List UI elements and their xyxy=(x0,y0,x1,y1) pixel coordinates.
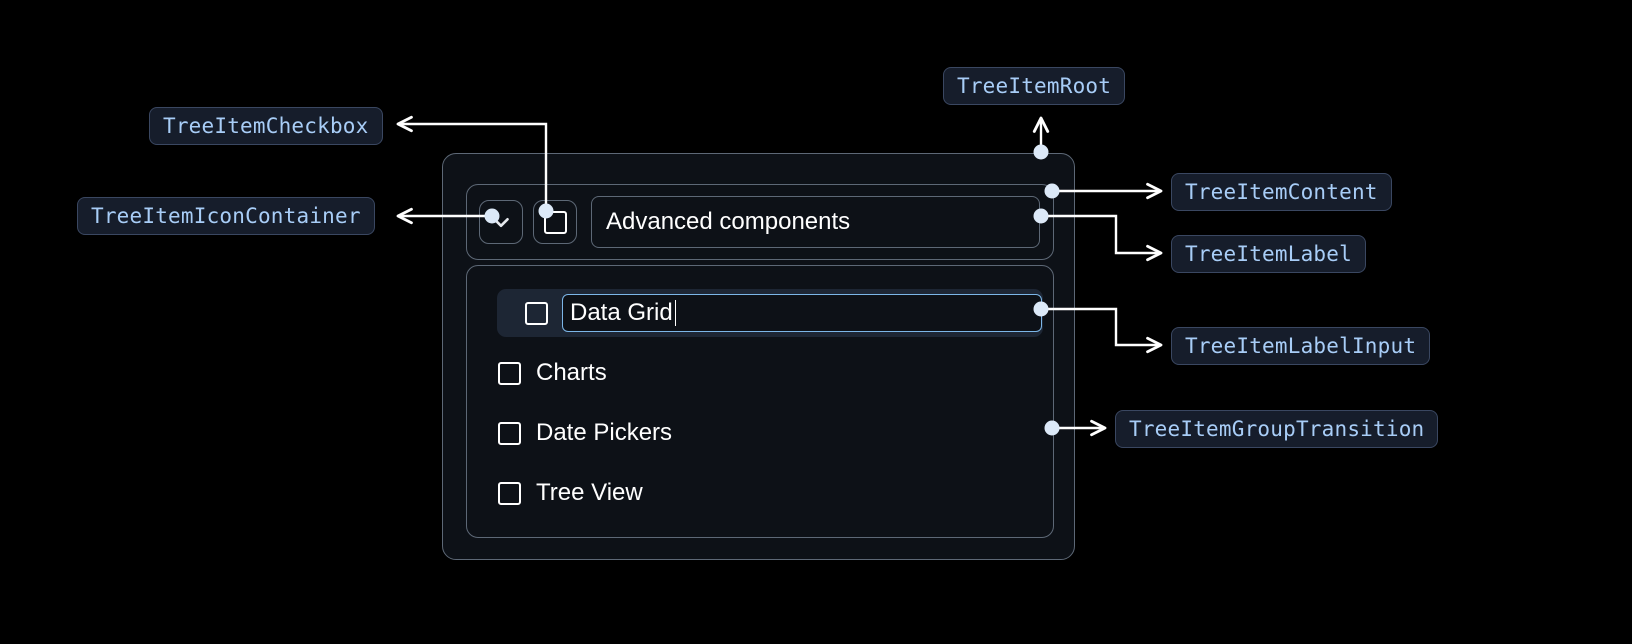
tree-item-child-row-date-pickers[interactable]: Date Pickers xyxy=(467,409,1053,457)
tree-item-label[interactable]: Advanced components xyxy=(591,196,1040,248)
annotation-label: TreeItemLabelInput xyxy=(1185,334,1417,358)
annotation-label: TreeItemLabel xyxy=(1185,242,1352,266)
tree-item-checkbox-charts[interactable] xyxy=(498,361,521,385)
tree-item-label-tree-view: Tree View xyxy=(536,479,643,506)
annotation-label: TreeItemIconContainer xyxy=(91,204,361,228)
annotation-tree-item-icon-container[interactable]: TreeItemIconContainer xyxy=(77,197,375,235)
tree-item-group-transition: Data Grid Charts Date Pickers Tree View xyxy=(466,265,1054,538)
tree-item-checkbox-date-pickers[interactable] xyxy=(498,421,521,445)
annotation-tree-item-group-transition[interactable]: TreeItemGroupTransition xyxy=(1115,410,1439,448)
tree-item-child-row-charts[interactable]: Charts xyxy=(467,349,1053,397)
tree-item-checkbox-data-grid[interactable] xyxy=(525,301,548,325)
tree-item-label-charts: Charts xyxy=(536,359,607,386)
annotation-tree-item-root[interactable]: TreeItemRoot xyxy=(943,67,1126,105)
annotation-label: TreeItemGroupTransition xyxy=(1129,417,1425,441)
tree-item-checkbox[interactable] xyxy=(533,200,577,244)
tree-item-child-row-tree-view[interactable]: Tree View xyxy=(467,469,1053,517)
annotation-label: TreeItemCheckbox xyxy=(163,114,369,138)
annotation-tree-item-label[interactable]: TreeItemLabel xyxy=(1171,235,1366,273)
annotation-tree-item-content[interactable]: TreeItemContent xyxy=(1171,173,1392,211)
chevron-down-icon xyxy=(488,209,514,235)
tree-item-content[interactable]: Advanced components xyxy=(466,184,1054,260)
tree-item-label-date-pickers: Date Pickers xyxy=(536,419,673,446)
tree-item-child-row-data-grid[interactable]: Data Grid xyxy=(497,289,1043,337)
annotation-tree-item-label-input[interactable]: TreeItemLabelInput xyxy=(1171,327,1431,365)
tree-item-root[interactable]: Advanced components Data Grid Charts Dat… xyxy=(442,153,1075,560)
tree-item-label-input[interactable]: Data Grid xyxy=(562,294,1042,332)
tree-item-label-input-value: Data Grid xyxy=(570,299,673,326)
annotation-label: TreeItemContent xyxy=(1185,180,1378,204)
annotation-label: TreeItemRoot xyxy=(957,74,1112,98)
tree-item-label-text: Advanced components xyxy=(606,208,851,235)
text-caret xyxy=(674,300,677,326)
checkbox-box-icon xyxy=(543,210,567,234)
annotation-tree-item-checkbox[interactable]: TreeItemCheckbox xyxy=(149,107,383,145)
tree-item-checkbox-tree-view[interactable] xyxy=(498,481,521,505)
tree-item-icon-container[interactable] xyxy=(479,200,523,244)
